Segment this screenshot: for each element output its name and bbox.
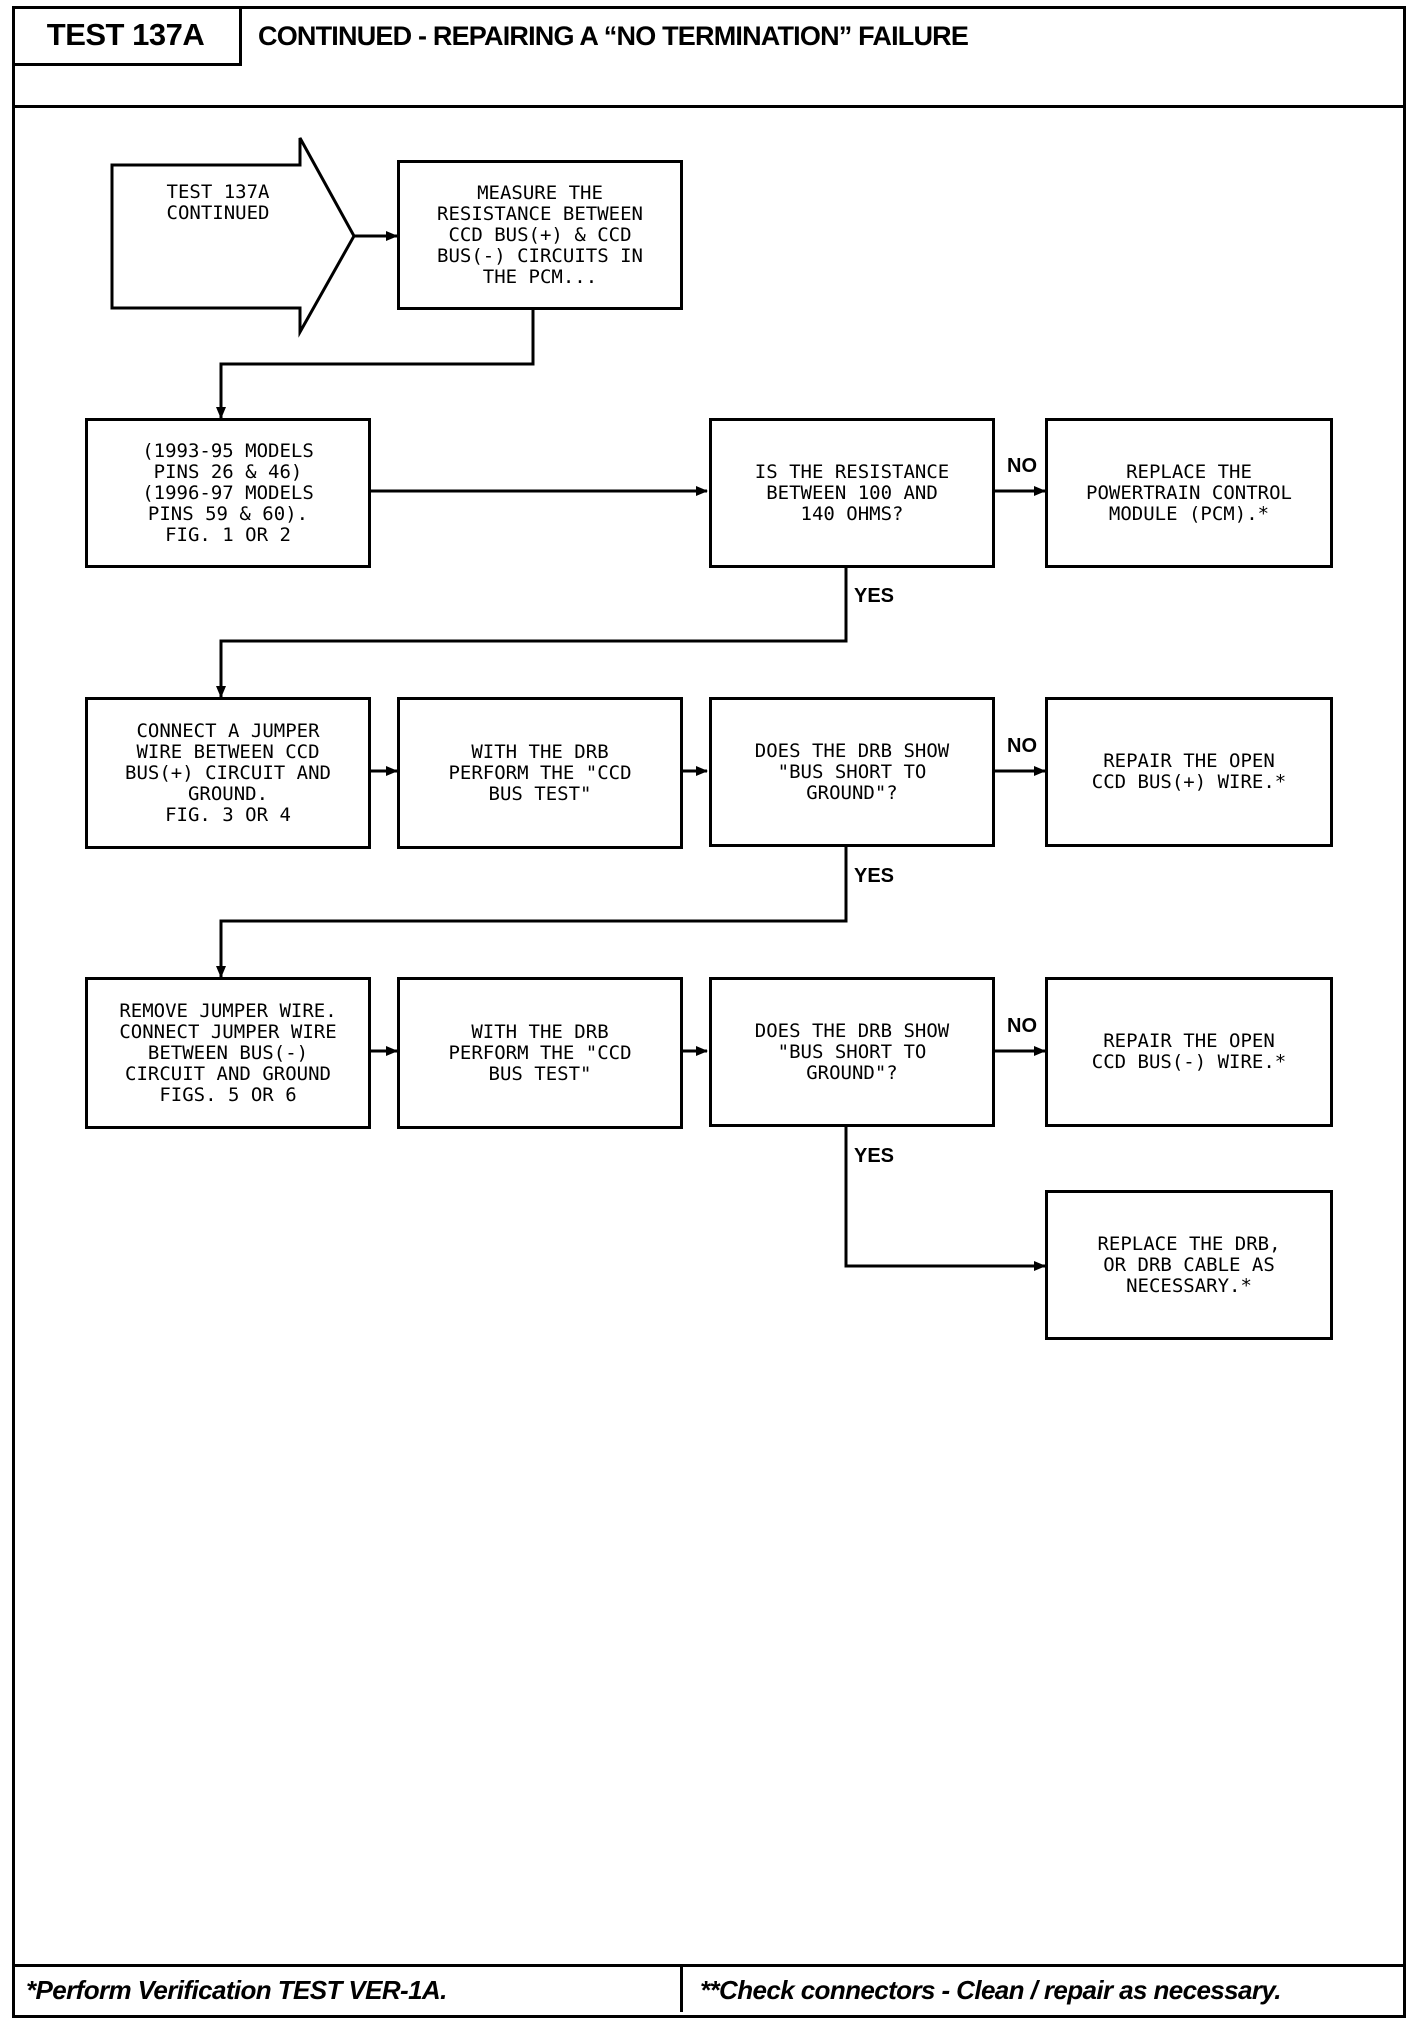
drb-bus-test-step-1: WITH THE DRB PERFORM THE "CCD BUS TEST" xyxy=(397,697,683,849)
no-label: NO xyxy=(1007,455,1037,477)
measure-resistance-step: MEASURE THE RESISTANCE BETWEEN CCD BUS(+… xyxy=(397,160,683,310)
yes-label: YES xyxy=(854,1145,895,1167)
replace-drb-step: REPLACE THE DRB, OR DRB CABLE AS NECESSA… xyxy=(1045,1190,1333,1340)
test-id-label: TEST 137A xyxy=(12,6,242,66)
footer-divider xyxy=(12,1964,1406,1967)
bus-short-decision-2: DOES THE DRB SHOW "BUS SHORT TO GROUND"? xyxy=(709,977,995,1127)
no-label: NO xyxy=(1007,1015,1037,1037)
header-divider xyxy=(12,105,1406,108)
yes-label: YES xyxy=(854,865,895,887)
connector-note: **Check connectors - Clean / repair as n… xyxy=(700,1974,1282,2005)
repair-bus-plus-step: REPAIR THE OPEN CCD BUS(+) WIRE.* xyxy=(1045,697,1333,847)
page-frame xyxy=(12,6,1406,2018)
connect-jumper-step: CONNECT A JUMPER WIRE BETWEEN CCD BUS(+)… xyxy=(85,697,371,849)
yes-label: YES xyxy=(854,585,895,607)
model-pins-step: (1993-95 MODELS PINS 26 & 46) (1996-97 M… xyxy=(85,418,371,568)
start-arrow-shape xyxy=(110,137,356,338)
verification-note: *Perform Verification TEST VER-1A. xyxy=(26,1974,447,2005)
footer-column-divider xyxy=(680,1964,683,2012)
bus-short-decision-1: DOES THE DRB SHOW "BUS SHORT TO GROUND"? xyxy=(709,697,995,847)
drb-bus-test-step-2: WITH THE DRB PERFORM THE "CCD BUS TEST" xyxy=(397,977,683,1129)
resistance-decision: IS THE RESISTANCE BETWEEN 100 AND 140 OH… xyxy=(709,418,995,568)
remove-jumper-step: REMOVE JUMPER WIRE. CONNECT JUMPER WIRE … xyxy=(85,977,371,1129)
start-arrow-label: TEST 137A CONTINUED xyxy=(166,181,270,224)
page-title: CONTINUED - REPAIRING A “NO TERMINATION”… xyxy=(258,20,969,51)
replace-pcm-step: REPLACE THE POWERTRAIN CONTROL MODULE (P… xyxy=(1045,418,1333,568)
repair-bus-minus-step: REPAIR THE OPEN CCD BUS(-) WIRE.* xyxy=(1045,977,1333,1127)
no-label: NO xyxy=(1007,735,1037,757)
